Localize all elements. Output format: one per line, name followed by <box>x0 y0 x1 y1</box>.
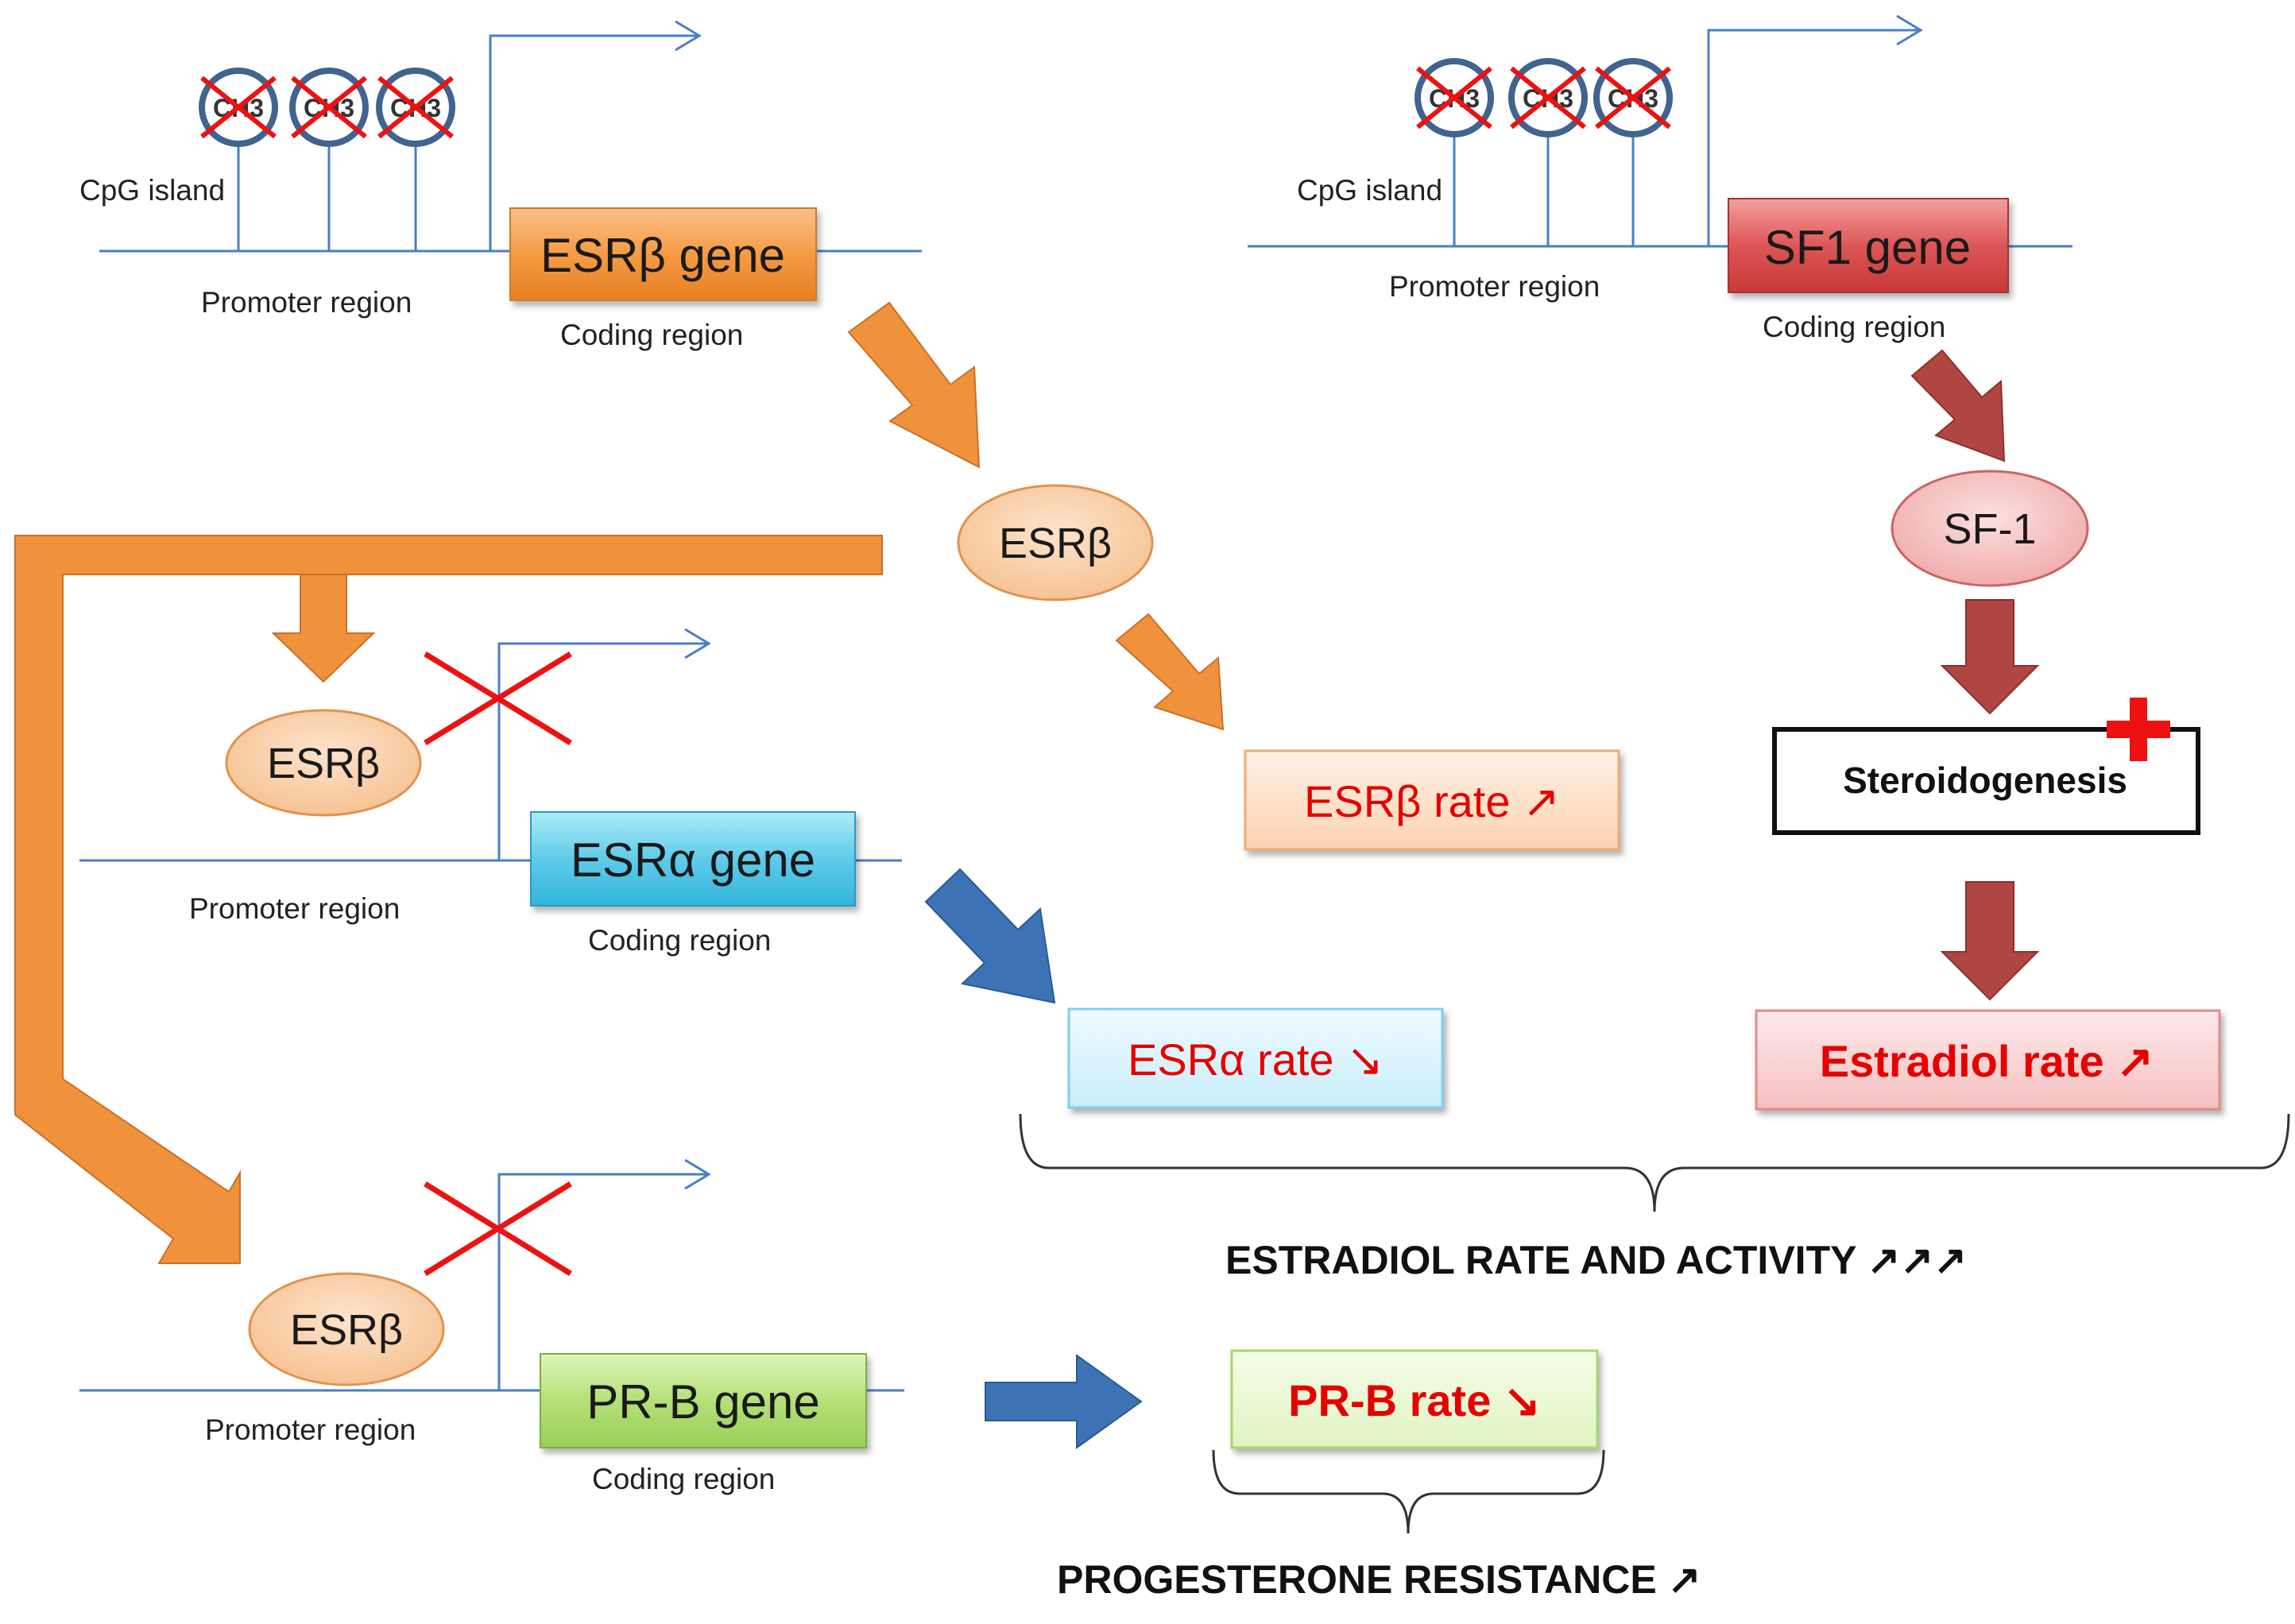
sf1-gene-box <box>1728 198 2009 293</box>
orange-down-arrow <box>271 574 376 683</box>
blocked-cross-icon <box>424 1181 572 1276</box>
estradiol-rate-label: Estradiol rate ↗ <box>1820 1036 2154 1086</box>
sf1-protein-label: SF-1 <box>1943 505 2036 553</box>
esra-gene-box <box>530 811 856 907</box>
blue-arrow <box>985 1354 1143 1449</box>
promoter-region-label: Promoter region <box>1389 270 1600 303</box>
esrb-gene-label: ESRβ gene <box>540 229 785 282</box>
promoter-region-label: Promoter region <box>201 286 412 319</box>
red-arrow <box>1910 349 2006 462</box>
esrb-rate-box: ESRβ rate ↗ <box>1244 749 1620 851</box>
orange-elbow-arrow <box>14 535 883 1264</box>
cpg-island-label: CpG island <box>1297 174 1442 207</box>
cpg-island-label: CpG island <box>79 174 225 207</box>
sf1-gene-group: CH3 CH3 CH3 CpG island Promoter region S… <box>1248 14 2072 343</box>
coding-region-label: Coding region <box>588 924 771 957</box>
transcription-start-arrow <box>497 1173 707 1390</box>
blue-arrow <box>924 868 1056 1004</box>
progesterone-summary-label: PROGESTERONE RESISTANCE ↗ <box>1057 1557 1701 1602</box>
esra-rate-box: ESRα rate ↘ <box>1067 1007 1444 1109</box>
red-plus-icon <box>2107 698 2170 761</box>
coding-region-label: Coding region <box>1763 311 1945 343</box>
orange-arrow <box>1115 613 1225 731</box>
prb-gene-group: ESRβ Promoter region PR-B gene Coding re… <box>79 1158 904 1495</box>
prb-rate-box: PR-B rate ↘ <box>1230 1349 1599 1449</box>
esrb-protein-oval: ESRβ <box>957 484 1154 601</box>
estradiol-summary-label: ESTRADIOL RATE AND ACTIVITY ↗↗↗ <box>1225 1238 1967 1282</box>
coding-region-label: Coding region <box>592 1463 775 1495</box>
esra-gene-label: ESRα gene <box>571 833 815 887</box>
promoter-region-label: Promoter region <box>189 892 400 925</box>
coding-region-label: Coding region <box>560 319 743 351</box>
sf1-protein-oval: SF-1 <box>1891 470 2089 587</box>
steroidogenesis-label: Steroidogenesis <box>1843 760 2127 801</box>
transcription-start-arrow <box>497 642 707 860</box>
demethylated-ch3-icon: CH3 <box>289 68 369 147</box>
esra-rate-label: ESRα rate ↘ <box>1128 1034 1384 1085</box>
promoter-region-label: Promoter region <box>205 1413 416 1446</box>
progesterone-brace <box>1212 1449 1605 1534</box>
red-down-arrow <box>1940 881 2040 1001</box>
esrb-protein-label: ESRβ <box>999 520 1112 567</box>
demethylated-ch3-icon: CH3 <box>1508 58 1588 137</box>
demethylated-ch3-icon: CH3 <box>199 68 278 147</box>
red-down-arrow <box>1940 599 2040 715</box>
esrb-protein-oval: ESRβ <box>248 1272 445 1386</box>
sf1-gene-label: SF1 gene <box>1764 221 1971 274</box>
transcription-start-arrow <box>1707 29 1919 246</box>
esrb-rate-label: ESRβ rate ↗ <box>1304 776 1560 826</box>
orange-arrow <box>847 301 981 469</box>
prb-rate-label: PR-B rate ↘ <box>1288 1375 1541 1425</box>
demethylated-ch3-icon: CH3 <box>1415 58 1494 137</box>
esrb-protein-oval: ESRβ <box>225 709 422 817</box>
esrb-gene-box <box>509 207 817 301</box>
transcription-start-arrow <box>489 34 698 251</box>
steroidogenesis-box: Steroidogenesis <box>1772 698 2200 835</box>
blocked-cross-icon <box>424 652 572 745</box>
estradiol-rate-box: Estradiol rate ↗ <box>1755 1009 2221 1111</box>
esrb-protein-label: ESRβ <box>290 1306 403 1354</box>
esrb-protein-label: ESRβ <box>267 740 380 787</box>
esra-gene-group: ESRβ Promoter region ESRα gene Coding re… <box>79 628 902 957</box>
demethylated-ch3-icon: CH3 <box>1593 58 1673 137</box>
estradiol-brace <box>1019 1113 2290 1212</box>
esrb-gene-group: CH3 CH3 CH3 CpG island Promoter region E… <box>79 20 922 351</box>
demethylated-ch3-icon: CH3 <box>376 68 455 147</box>
prb-gene-box <box>540 1353 867 1448</box>
prb-gene-label: PR-B gene <box>586 1375 820 1429</box>
